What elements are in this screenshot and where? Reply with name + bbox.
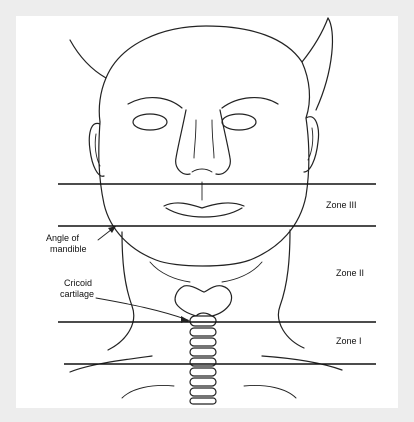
nose: [176, 110, 231, 174]
annotation-arrows: [96, 226, 190, 323]
angle-of-mandible-label-line2: mandible: [50, 244, 87, 254]
zone-3-label: Zone III: [326, 200, 357, 210]
cricoid-cartilage-label-line1: Cricoid: [64, 278, 92, 288]
mouth: [164, 182, 244, 217]
neck-outline: [108, 230, 304, 350]
zone-1-label: Zone I: [336, 336, 362, 346]
eyebrows: [128, 98, 278, 108]
face-outline: [99, 118, 309, 266]
cricoid-cartilage-arrow: [96, 298, 188, 320]
angle-of-mandible-label-line1: Angle of: [46, 233, 80, 243]
thyroid-cartilage: [175, 286, 231, 316]
shoulder-lines: [70, 356, 342, 398]
eyes: [133, 114, 256, 130]
hair-outline: [70, 18, 332, 122]
zone-2-label: Zone II: [336, 268, 364, 278]
cricoid-cartilage-label-line2: cartilage: [60, 289, 94, 299]
ear-left: [89, 123, 104, 176]
trachea: [190, 316, 216, 404]
ear-right: [304, 117, 319, 172]
